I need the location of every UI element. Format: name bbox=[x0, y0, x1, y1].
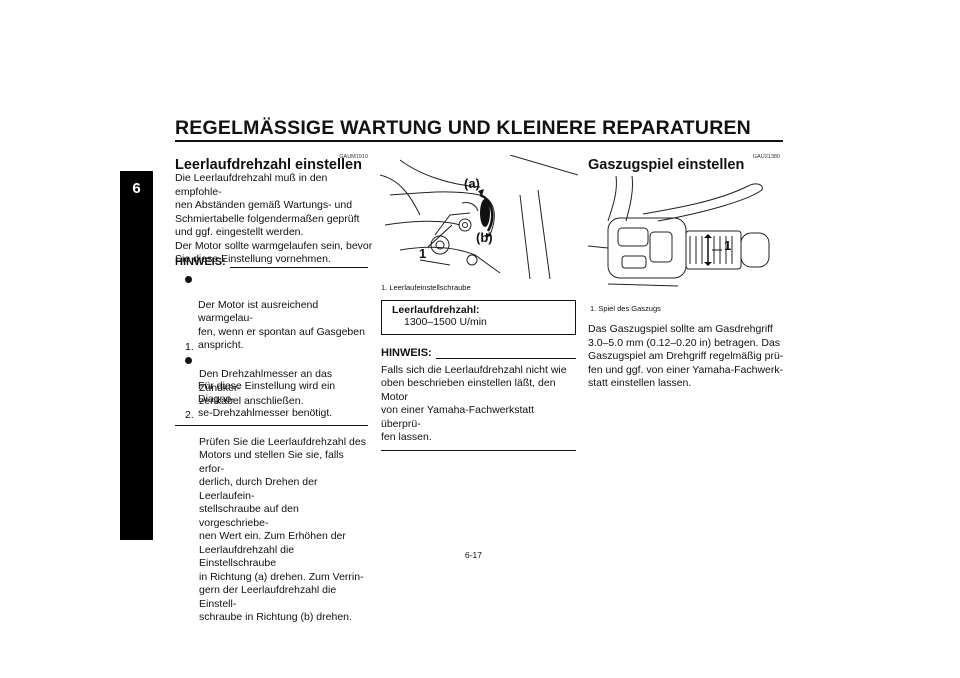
bullet-dot-icon bbox=[185, 356, 192, 364]
note-label: HINWEIS: bbox=[381, 347, 432, 359]
note-heading: HINWEIS: bbox=[381, 347, 576, 361]
throttle-figure bbox=[587, 175, 783, 291]
page-header-title: REGELMÄSSIGE WARTUNG UND KLEINERE REPARA… bbox=[175, 117, 751, 139]
note-heading: HINWEIS: bbox=[175, 256, 368, 270]
figure-caption: 1. Leerlaufeinstellschraube bbox=[381, 283, 471, 292]
note2-text: Falls sich die Leerlaufdrehzahl nicht wi… bbox=[381, 363, 567, 444]
step-item: 2. Prüfen Sie die Leerlaufdrehzahl des M… bbox=[185, 409, 371, 625]
note-bullet-text: Für diese Einstellung wird ein Diagno- s… bbox=[198, 379, 336, 419]
spec-value: 1300–1500 U/min bbox=[404, 316, 487, 328]
idle-steps: 1. Den Drehzahlmesser an das Zündker- ze… bbox=[185, 341, 371, 625]
throttle-grip-illustration bbox=[587, 175, 770, 287]
throttle-text: Das Gaszugspiel sollte am Gasdrehgriff 3… bbox=[588, 323, 784, 389]
idle-intro-text: Die Leerlaufdrehzahl muß in den empfohle… bbox=[175, 172, 373, 265]
step-number: 2. bbox=[185, 408, 194, 421]
section-title-throttle: Gaszugspiel einstellen bbox=[588, 157, 745, 173]
step-text: Prüfen Sie die Leerlaufdrehzahl des Moto… bbox=[199, 435, 366, 624]
idle-screw-illustration bbox=[379, 154, 579, 280]
note-bullet-text: Der Motor ist ausreichend warmgelau- fen… bbox=[198, 298, 365, 352]
idle-screw-figure bbox=[379, 154, 579, 280]
page-number: 6-17 bbox=[465, 550, 483, 560]
step-text: Den Drehzahlmesser an das Zündker- zenka… bbox=[199, 368, 333, 407]
section-code: GAU21380 bbox=[752, 154, 780, 160]
figure-label-a: (a) bbox=[464, 176, 480, 191]
step-item: 1. Den Drehzahlmesser an das Zündker- ze… bbox=[185, 341, 371, 409]
section-title-idle: Leerlaufdrehzahl einstellen bbox=[175, 157, 362, 173]
figure-label-1: 1 bbox=[419, 246, 427, 261]
spec-label: Leerlaufdrehzahl: bbox=[392, 304, 480, 316]
figure-caption: 1. Spiel des Gaszugs bbox=[590, 304, 661, 313]
note-end-rule bbox=[381, 449, 576, 451]
figure-label-1: 1 bbox=[724, 238, 732, 253]
section-code: GAUM1910 bbox=[339, 154, 368, 160]
chapter-tab bbox=[120, 171, 153, 540]
figure-label-b: (b) bbox=[476, 230, 493, 245]
step-number: 1. bbox=[185, 341, 194, 353]
note-end-rule bbox=[175, 425, 368, 426]
note2: HINWEIS: Falls sich die Leerlaufdrehzahl… bbox=[381, 347, 576, 451]
spec-box: Leerlaufdrehzahl: 1300–1500 U/min bbox=[381, 300, 576, 335]
note-label: HINWEIS: bbox=[175, 256, 226, 268]
header-rule bbox=[175, 140, 783, 142]
note-heading-rule bbox=[229, 266, 368, 268]
note-bullet: Der Motor ist ausreichend warmgelau- fen… bbox=[175, 272, 368, 353]
note-heading-rule bbox=[435, 357, 576, 359]
chapter-number: 6 bbox=[132, 180, 141, 197]
idle-note: HINWEIS: Der Motor ist ausreichend warmg… bbox=[175, 256, 368, 426]
note-bullet: Für diese Einstellung wird ein Diagno- s… bbox=[175, 353, 368, 421]
bullet-dot-icon bbox=[185, 275, 192, 283]
